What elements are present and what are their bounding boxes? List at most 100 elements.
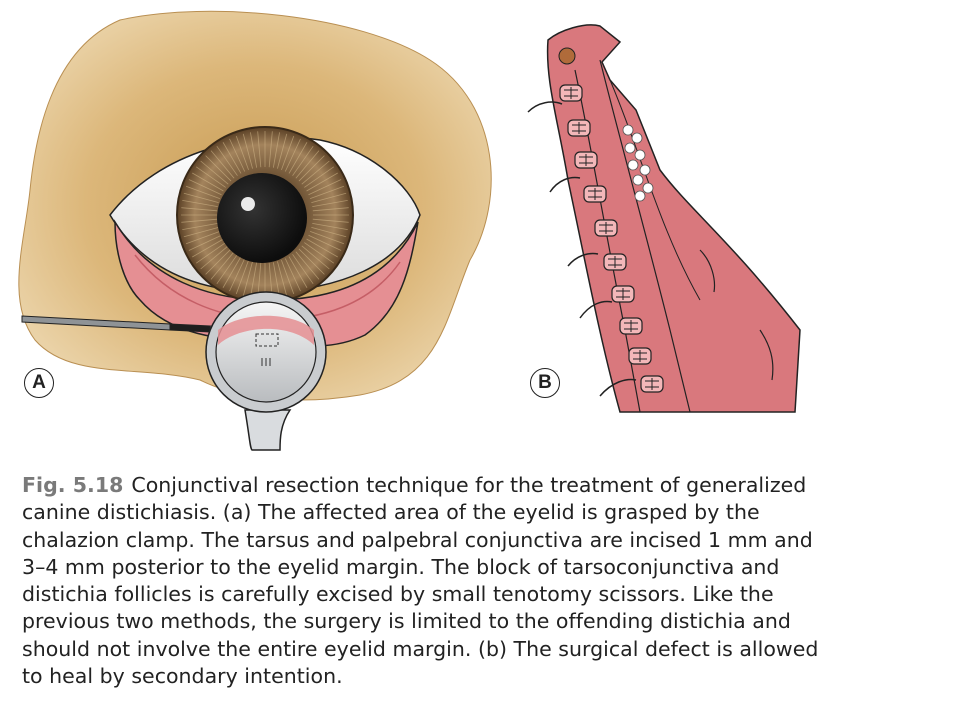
caption-line-5: distichia follicles is carefully excised…: [22, 582, 774, 607]
iris-fiber: [304, 166, 335, 188]
iris-fiber: [235, 259, 249, 295]
iris-fiber: [312, 218, 349, 223]
gland-opening: [558, 47, 576, 65]
iris-fiber: [183, 227, 219, 238]
caption-line-6: previous two methods, the surgery is lim…: [22, 609, 791, 634]
figure-number: Fig. 5.18: [22, 473, 124, 497]
iris-fiber: [281, 135, 295, 171]
caption-line-7: should not involve the entire eyelid mar…: [22, 636, 819, 661]
iris-fiber: [182, 222, 218, 230]
gland-lobule: [624, 320, 638, 332]
iris-fiber: [298, 248, 325, 275]
iris-fiber: [205, 155, 232, 182]
iris-fiber: [312, 222, 348, 230]
iris-fiber: [288, 142, 308, 174]
clamp-handle: [244, 409, 292, 451]
iris-fiber: [281, 259, 295, 295]
caption-text-1: Conjunctival resection technique for the…: [131, 473, 807, 497]
caption-line-4: 3–4 mm posterior to the eyelid margin. T…: [22, 554, 780, 579]
iris-fiber: [304, 242, 335, 264]
iris-fiber: [272, 262, 280, 298]
gland-lobule: [608, 256, 622, 268]
figure-illustration: A B: [18, 10, 801, 451]
meibomian-glands: [559, 84, 664, 393]
iris-fiber: [242, 261, 253, 297]
figure-svg: [18, 10, 801, 451]
eyelid-cross-section: [546, 24, 801, 413]
gland-lobule: [633, 350, 647, 362]
panel-a-label: A: [24, 368, 54, 398]
iris-fiber: [181, 218, 218, 223]
iris-fiber: [192, 172, 224, 192]
pupil-highlight: [241, 197, 255, 211]
iris-fiber: [188, 179, 222, 196]
caption-line-3: chalazion clamp. The tarsus and palpebra…: [22, 527, 813, 552]
iris-fiber: [192, 238, 224, 258]
iris-fiber: [309, 185, 345, 199]
caption-line-1: Fig. 5.18 Conjunctival resection techniqu…: [22, 472, 952, 499]
iris-fiber: [308, 234, 342, 251]
iris-fiber: [295, 150, 320, 179]
iris-fiber: [295, 251, 320, 280]
gland-lobule: [572, 122, 586, 134]
iris-fiber: [195, 242, 226, 264]
iris-fiber: [181, 207, 218, 212]
caption-line-8: to heal by secondary intention.: [22, 664, 343, 689]
iris-fiber: [200, 245, 229, 270]
iris-fiber: [250, 132, 258, 168]
iris-fiber: [222, 142, 242, 174]
iris-fiber: [277, 133, 288, 169]
iris-fiber: [188, 234, 222, 251]
panel-b-label: B: [530, 368, 560, 398]
panel-b-drawing: [527, 24, 801, 413]
iris-fiber: [185, 185, 221, 199]
figure-caption: Fig. 5.18 Conjunctival resection techniqu…: [22, 472, 952, 690]
gland-lobule: [588, 188, 602, 200]
iris-fiber: [242, 133, 253, 169]
iris-fiber: [216, 145, 238, 176]
iris-fiber: [200, 160, 229, 185]
gland-lobule: [645, 378, 659, 390]
distichia-follicles: [622, 124, 654, 202]
iris-fiber: [306, 238, 338, 258]
iris-fiber: [268, 131, 273, 168]
iris-fiber: [210, 251, 235, 280]
iris-fiber: [257, 131, 262, 168]
iris-fiber: [195, 166, 226, 188]
caption-line-2: canine distichiasis. (a) The affected ar…: [22, 500, 760, 525]
iris-fiber: [312, 200, 348, 208]
iris-fiber: [216, 254, 238, 285]
iris-fiber: [308, 179, 342, 196]
iris-fiber: [306, 172, 338, 192]
iris-fiber: [229, 258, 246, 292]
iris-fiber: [284, 258, 301, 292]
iris-fibers: [181, 131, 349, 299]
iris-fiber: [183, 192, 219, 203]
iris-fiber: [292, 145, 314, 176]
iris-fiber: [309, 231, 345, 245]
iris-fiber: [182, 200, 218, 208]
gland-lobule: [564, 87, 578, 99]
iris-fiber: [301, 245, 330, 270]
iris-fiber: [229, 138, 246, 172]
pupil: [217, 173, 307, 263]
iris-fiber: [222, 256, 242, 288]
iris-fiber: [185, 231, 221, 245]
iris-fiber: [312, 207, 349, 212]
iris-fiber: [298, 155, 325, 182]
gland-lobule: [599, 222, 613, 234]
iris-fiber: [210, 150, 235, 179]
iris-fiber: [311, 192, 347, 203]
iris-fiber: [277, 261, 288, 297]
iris-fiber: [205, 248, 232, 275]
gland-lobule: [616, 288, 630, 300]
chalazion-clamp: [205, 291, 327, 451]
iris-fiber: [284, 138, 301, 172]
gland-lobule: [579, 154, 593, 166]
iris-fiber: [272, 132, 280, 168]
iris-fiber: [301, 160, 330, 185]
iris-fiber: [292, 254, 314, 285]
eyelash-hairs: [527, 101, 637, 397]
panel-a-drawing: [18, 10, 492, 451]
iris-fiber: [250, 262, 258, 298]
